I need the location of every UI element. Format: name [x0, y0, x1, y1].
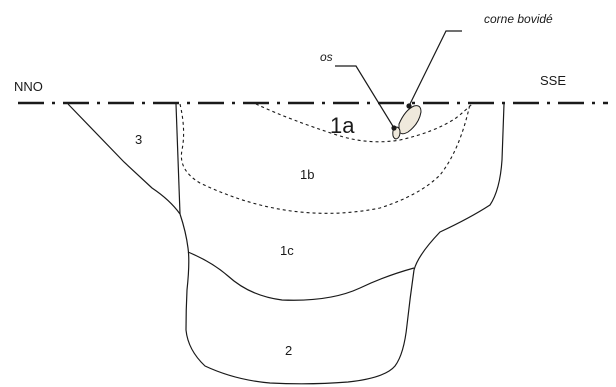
orientation-right-label: SSE [540, 73, 566, 88]
layer-1a-label: 1a [330, 113, 355, 138]
orientation-left-label: NNO [14, 79, 43, 94]
horn-leader-dot [406, 103, 412, 109]
layer-1a-1b-boundary [255, 103, 473, 143]
bone-leader-line [335, 65, 395, 129]
horn-annotation: corne bovidé [484, 12, 553, 26]
layer-3-label: 3 [135, 132, 142, 147]
horn-leader-line [408, 30, 462, 107]
layer-2-label: 2 [285, 343, 292, 358]
layer-1c-label: 1c [280, 243, 294, 258]
layer-1c-2-boundary [187, 251, 415, 301]
layer-1b-label: 1b [300, 167, 314, 182]
layer-3-left-boundary [67, 103, 181, 215]
layer-1b-1c-boundary [179, 103, 471, 214]
horn-shape [398, 105, 422, 135]
bone-leader-dot [391, 125, 397, 131]
bone-annotation: os [320, 50, 333, 64]
pit-outline [179, 103, 505, 385]
layer-3-right-boundary [175, 103, 181, 215]
